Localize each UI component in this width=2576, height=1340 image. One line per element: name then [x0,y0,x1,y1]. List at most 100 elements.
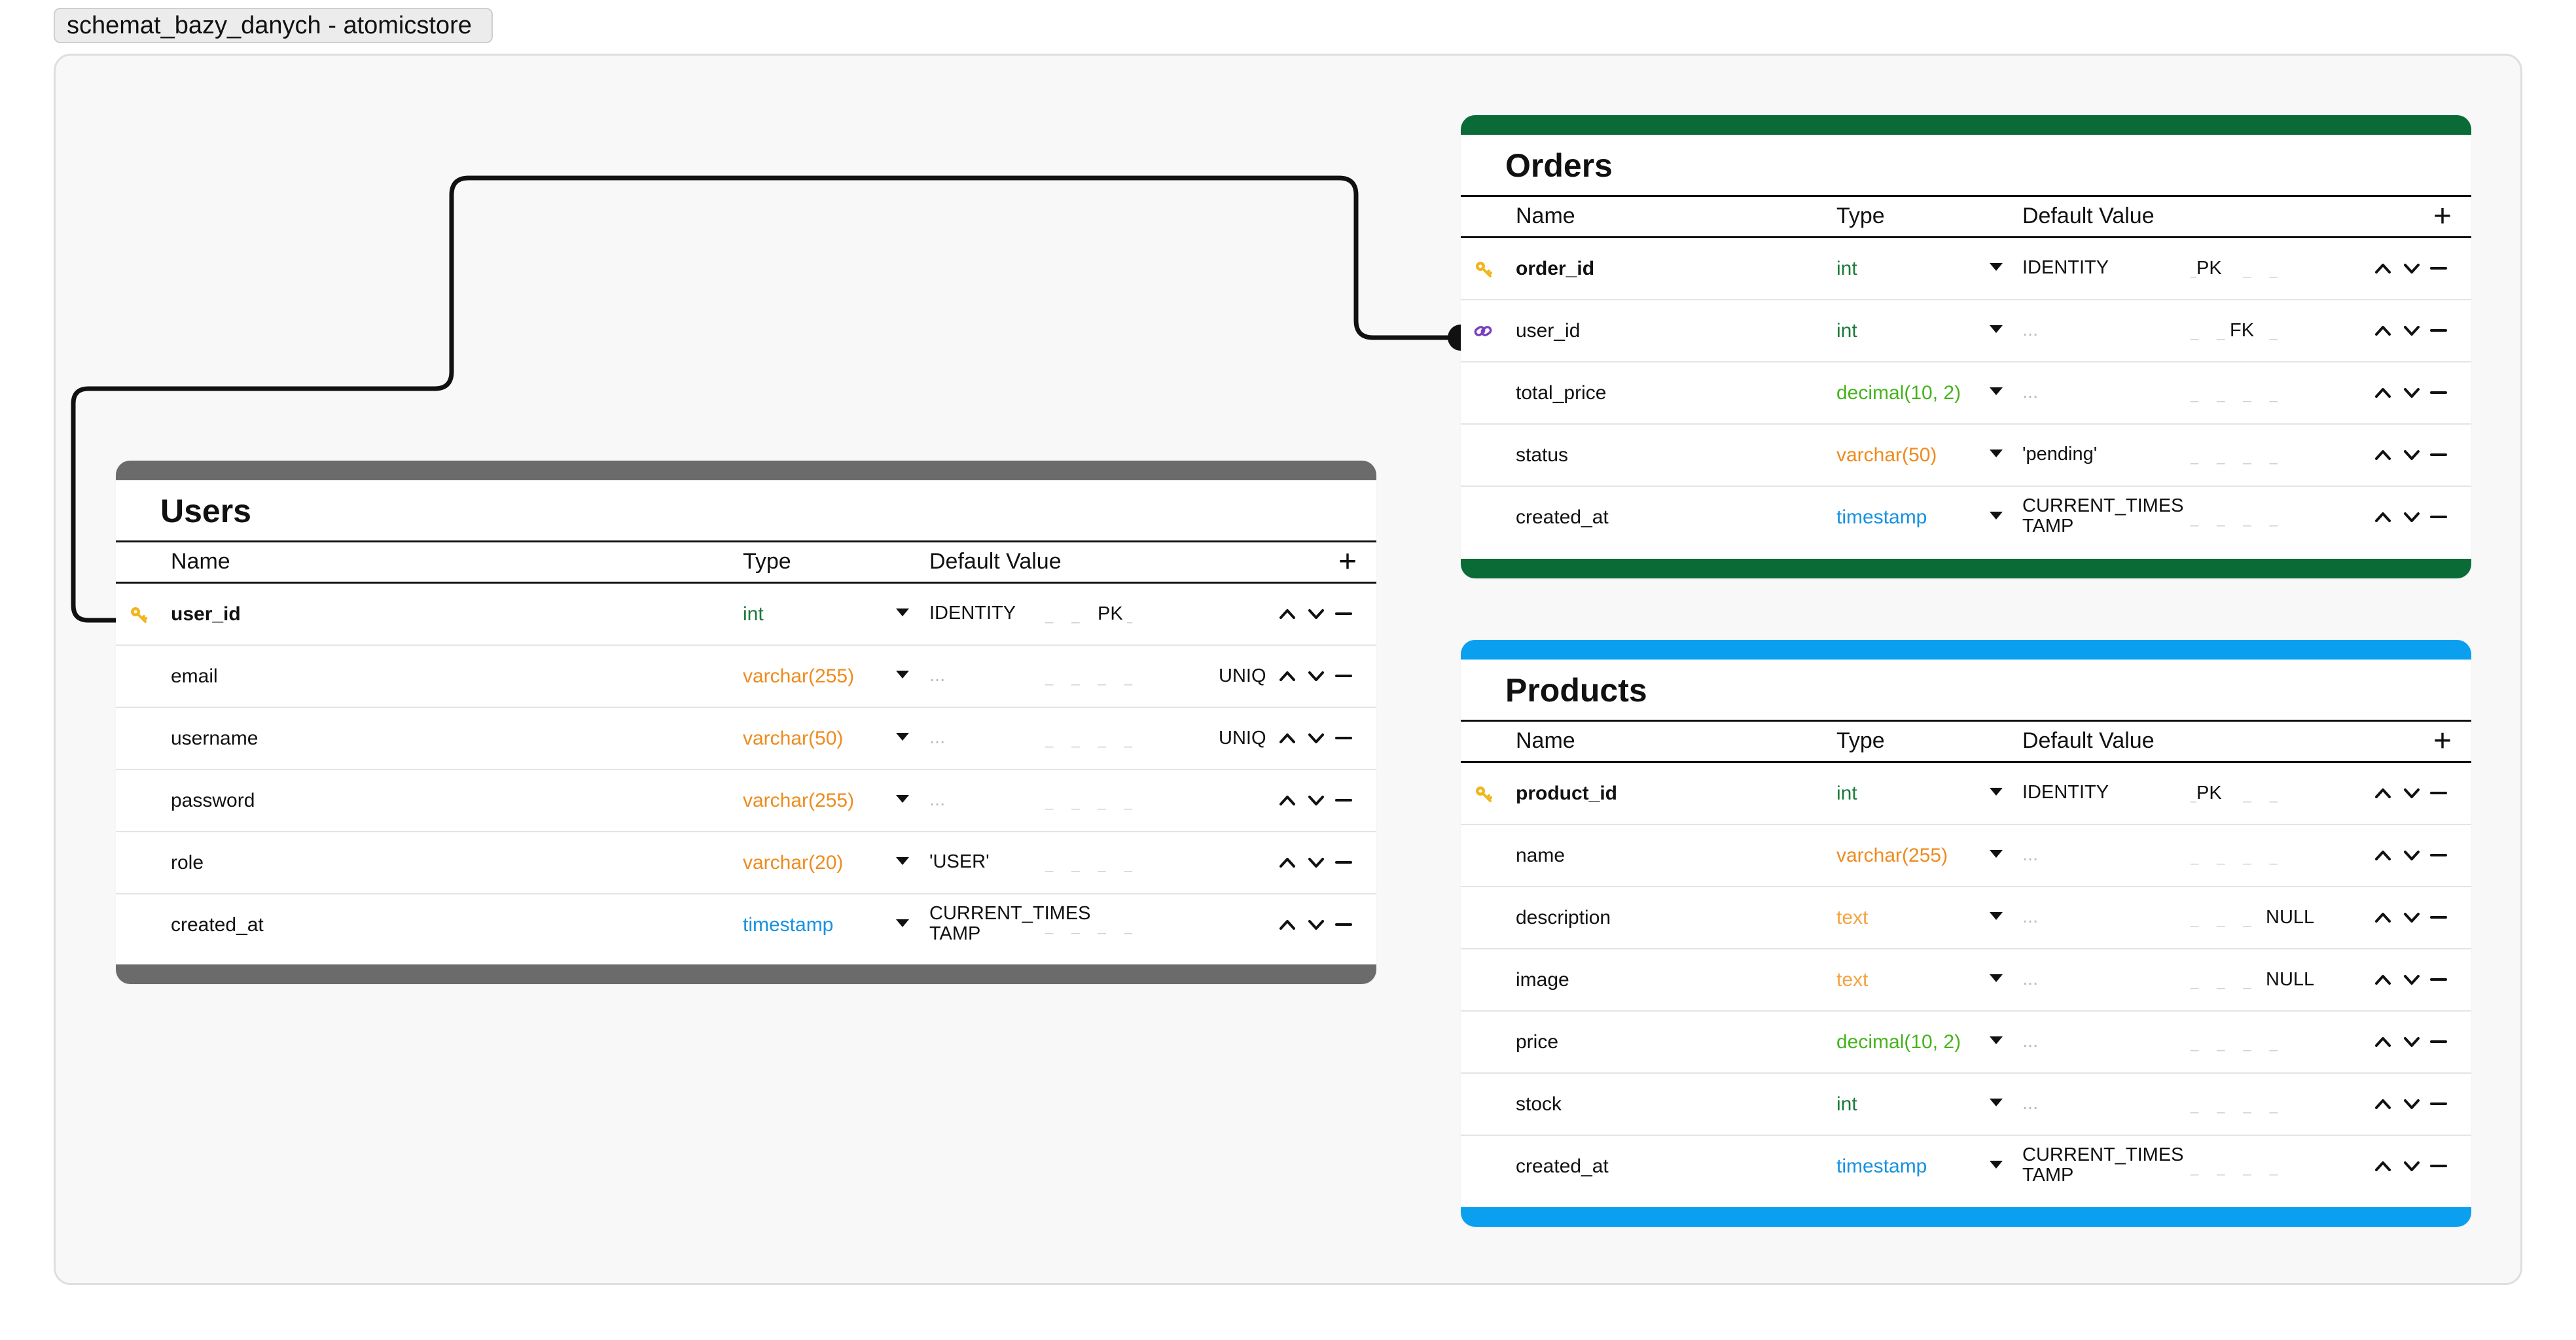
type-dropdown-caret-icon[interactable] [1990,912,2003,920]
field-name[interactable]: created_at [1516,506,1609,528]
type-dropdown-caret-icon[interactable] [1990,325,2003,333]
field-name[interactable]: description [1516,907,1611,928]
field-name[interactable]: name [1516,845,1565,866]
field-type[interactable]: int [1836,783,1857,804]
products-table[interactable]: Products Name Type Default Value + produ… [1461,640,2471,1227]
field-type[interactable]: varchar(255) [1836,845,1948,866]
type-dropdown-caret-icon[interactable] [1990,1161,2003,1169]
field-type[interactable]: text [1836,907,1869,928]
type-dropdown-caret-icon[interactable] [896,733,909,741]
type-dropdown-caret-icon[interactable] [1990,1036,2003,1044]
field-type[interactable]: text [1836,969,1869,991]
field-constraint-badge[interactable]: NULL [2266,969,2319,991]
move-down-icon[interactable] [2401,504,2423,530]
remove-field-icon[interactable] [2427,1029,2450,1055]
remove-field-icon[interactable] [1333,911,1355,938]
field-name[interactable]: created_at [171,914,264,936]
remove-field-icon[interactable] [2427,780,2450,806]
move-down-icon[interactable] [1305,849,1327,875]
remove-field-icon[interactable] [2427,1153,2450,1179]
move-up-icon[interactable] [1276,601,1298,627]
type-dropdown-caret-icon[interactable] [896,608,909,616]
type-dropdown-caret-icon[interactable] [1990,850,2003,858]
remove-field-icon[interactable] [2427,317,2450,344]
move-down-icon[interactable] [2401,442,2423,468]
move-up-icon[interactable] [2372,379,2394,406]
field-type[interactable]: timestamp [743,914,834,936]
field-name[interactable]: image [1516,969,1569,991]
field-default[interactable]: ... [2022,968,2039,989]
type-dropdown-caret-icon[interactable] [1990,788,2003,796]
field-constraint-badge[interactable]: UNIQ [1219,665,1270,687]
field-name[interactable]: email [171,665,218,687]
move-up-icon[interactable] [2372,904,2394,930]
field-type[interactable]: varchar(50) [1836,444,1937,466]
move-up-icon[interactable] [2372,1153,2394,1179]
field-name[interactable]: product_id [1516,783,1617,804]
field-default[interactable]: IDENTITY [2022,257,2109,278]
remove-field-icon[interactable] [2427,379,2450,406]
field-name[interactable]: status [1516,444,1569,466]
field-name[interactable]: role [171,852,204,873]
field-default[interactable]: ... [2022,1093,2039,1114]
move-down-icon[interactable] [1305,787,1327,813]
field-default[interactable]: IDENTITY [929,603,1016,624]
field-type[interactable]: varchar(255) [743,665,855,687]
add-field-button[interactable]: + [2433,724,2452,758]
remove-field-icon[interactable] [1333,787,1355,813]
field-name[interactable]: stock [1516,1093,1562,1115]
field-constraint-badge[interactable]: FK [2230,320,2259,342]
type-dropdown-caret-icon[interactable] [1990,512,2003,520]
remove-field-icon[interactable] [1333,725,1355,751]
move-up-icon[interactable] [1276,787,1298,813]
field-name[interactable]: created_at [1516,1155,1609,1177]
move-down-icon[interactable] [1305,663,1327,689]
move-down-icon[interactable] [2401,1153,2423,1179]
field-type[interactable]: decimal(10, 2) [1836,382,1961,404]
move-down-icon[interactable] [2401,904,2423,930]
move-up-icon[interactable] [1276,911,1298,938]
table-title[interactable]: Orders [1505,147,1613,184]
orders-table[interactable]: Orders Name Type Default Value + order_i… [1461,115,2471,578]
move-up-icon[interactable] [2372,842,2394,868]
type-dropdown-caret-icon[interactable] [1990,1099,2003,1106]
field-name[interactable]: password [171,790,255,811]
move-down-icon[interactable] [2401,966,2423,993]
type-dropdown-caret-icon[interactable] [1990,263,2003,271]
field-constraint-badge[interactable]: PK [1098,603,1127,625]
field-name[interactable]: user_id [171,603,241,625]
move-down-icon[interactable] [1305,725,1327,751]
type-dropdown-caret-icon[interactable] [1990,387,2003,395]
type-dropdown-caret-icon[interactable] [1990,974,2003,982]
move-down-icon[interactable] [2401,1029,2423,1055]
field-default[interactable]: ... [929,665,946,686]
remove-field-icon[interactable] [1333,601,1355,627]
move-up-icon[interactable] [1276,725,1298,751]
field-default[interactable]: ... [2022,1031,2039,1051]
field-default[interactable]: ... [929,789,946,810]
field-default[interactable]: ... [2022,381,2039,402]
field-default[interactable]: ... [2022,906,2039,927]
field-default[interactable]: 'USER' [929,851,990,872]
field-type[interactable]: decimal(10, 2) [1836,1031,1961,1053]
add-field-button[interactable]: + [2433,199,2452,234]
remove-field-icon[interactable] [2427,966,2450,993]
remove-field-icon[interactable] [1333,849,1355,875]
field-type[interactable]: varchar(255) [743,790,855,811]
field-default[interactable]: ... [2022,844,2039,865]
type-dropdown-caret-icon[interactable] [896,671,909,679]
